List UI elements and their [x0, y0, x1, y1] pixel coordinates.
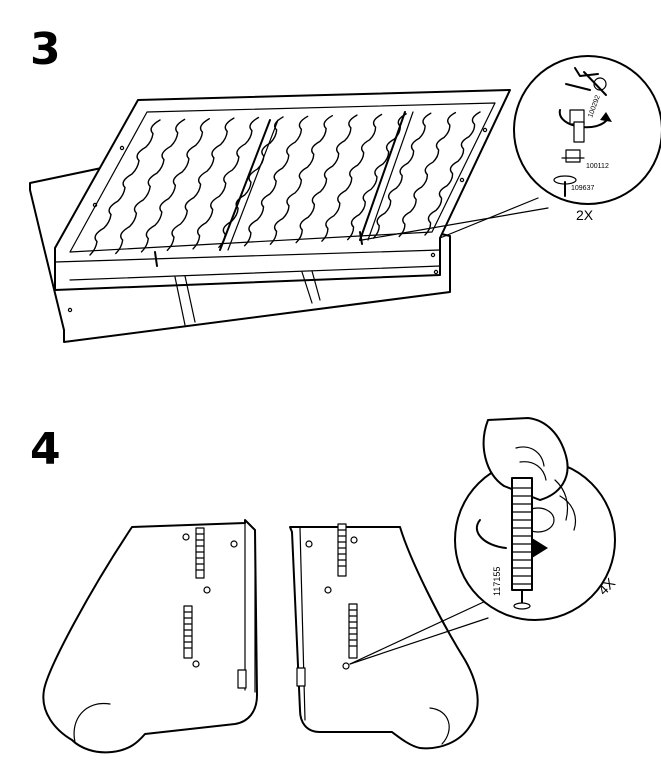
step-3-quantity: 2X: [576, 207, 594, 223]
step-3-illustration: [29, 89, 549, 343]
spring-coil: [243, 115, 309, 247]
spring-coil: [321, 113, 383, 242]
step-4-right-armrest: [289, 523, 489, 750]
step-4-detail-callout: 117155 4X: [454, 417, 619, 621]
step-3-number: 3: [30, 24, 61, 75]
spring-coil: [424, 111, 481, 236]
spring-coil: [346, 113, 407, 241]
spring-coil: [372, 112, 432, 239]
spring-coil: [269, 114, 334, 245]
part-number-100112: 100112: [586, 163, 609, 170]
step-4-number: 4: [30, 424, 61, 475]
sinuous-springs: [89, 111, 481, 256]
spring-coil: [115, 118, 186, 255]
step-3-detail-callout: 100292 100112 109637 2X: [513, 55, 661, 223]
step-4-left-armrest: [42, 519, 258, 754]
frame-inner-rim: [69, 102, 496, 253]
spring-coil: [295, 114, 358, 244]
spring-coil: [166, 117, 235, 252]
spring-coil: [398, 111, 457, 238]
spring-coil: [192, 116, 260, 250]
part-number-109637: 109637: [571, 185, 594, 192]
spring-coil: [218, 116, 284, 249]
spring-coil: [89, 119, 161, 256]
part-number-117155: 117155: [492, 567, 502, 596]
spring-coil: [140, 118, 210, 253]
